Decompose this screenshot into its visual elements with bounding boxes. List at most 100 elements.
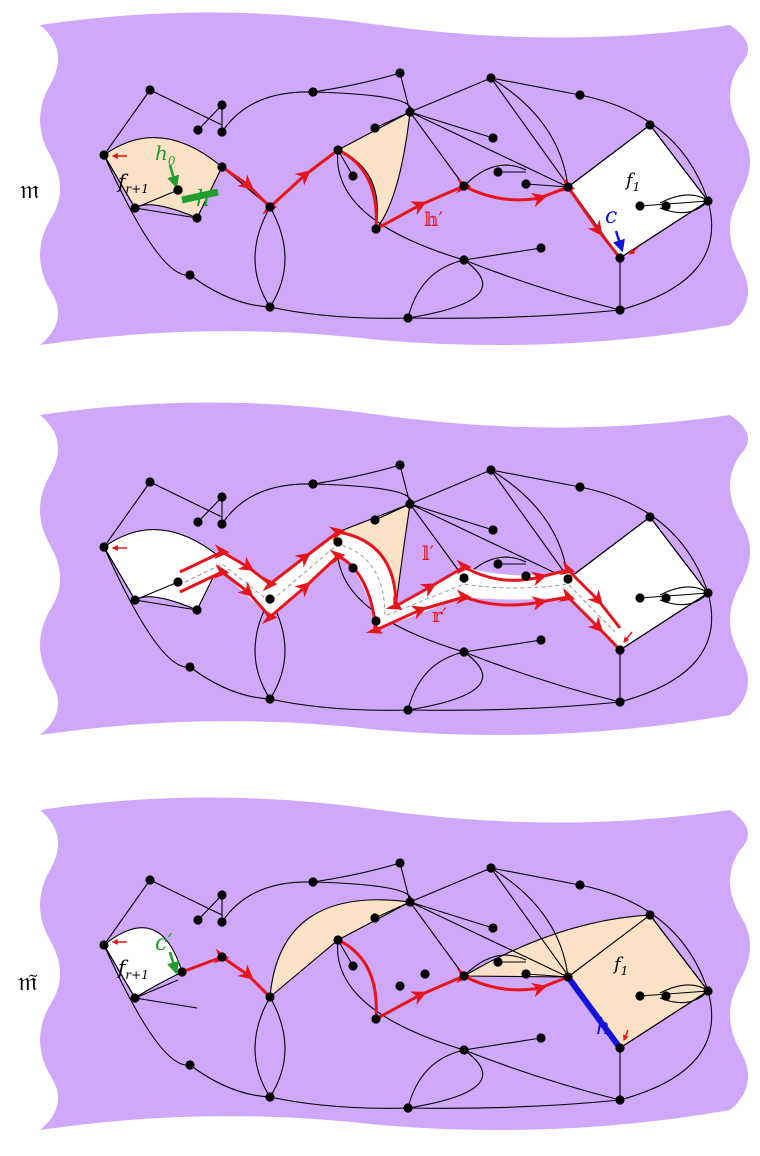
- edge: [619, 592, 713, 703]
- vertex: [177, 967, 187, 977]
- vertex: [145, 85, 155, 95]
- edge: [337, 149, 465, 261]
- edge: [409, 111, 494, 139]
- edge: [567, 124, 709, 259]
- vertex: [403, 313, 413, 323]
- edge: [409, 901, 465, 977]
- edge: [579, 884, 709, 992]
- vertex: [130, 203, 140, 213]
- vertex: [145, 875, 155, 885]
- edge: [639, 592, 709, 599]
- vertex: [703, 986, 713, 996]
- vertex: [635, 201, 645, 211]
- edge: [463, 1037, 542, 1051]
- edge: [619, 990, 713, 1101]
- edge: [409, 901, 494, 929]
- vertex: [405, 897, 415, 907]
- small-red-arrow: [623, 631, 633, 643]
- vertex: [193, 915, 203, 925]
- vertex: [395, 981, 405, 991]
- red-path-left: [181, 948, 272, 999]
- edge: [149, 89, 223, 126]
- vertex: [217, 519, 227, 529]
- vertex: [130, 595, 140, 605]
- edge: [254, 996, 271, 1098]
- edge: [269, 996, 286, 1098]
- edge: [269, 306, 409, 319]
- vertex: [645, 910, 655, 920]
- vertex: [521, 571, 531, 581]
- edge: [149, 481, 223, 518]
- vertex: [405, 107, 415, 117]
- vertex: [459, 971, 469, 981]
- vertex: [395, 858, 405, 868]
- edge-h-prime: [181, 188, 219, 204]
- face-f-r-plus-1: [103, 927, 183, 999]
- edge: [221, 483, 314, 525]
- vertex: [217, 127, 227, 137]
- c-prime-label: c′: [155, 931, 172, 956]
- edge: [463, 651, 621, 703]
- vertex: [521, 179, 531, 189]
- edge: [374, 111, 411, 129]
- vertex: [308, 479, 318, 489]
- vertex: [173, 185, 183, 195]
- edge: [134, 979, 179, 999]
- edge: [463, 247, 542, 261]
- edge: [269, 1096, 409, 1109]
- edge-h-label: h: [596, 1015, 610, 1040]
- c-prime-arrow: [167, 951, 180, 975]
- edge: [409, 111, 465, 187]
- edge: [103, 546, 136, 601]
- vertex: [99, 150, 109, 160]
- vertex: [486, 863, 496, 873]
- small-red-arrow: [622, 1029, 629, 1042]
- edge: [197, 104, 223, 131]
- edge: [407, 651, 465, 711]
- vertex: [488, 923, 498, 933]
- vertex: [370, 123, 380, 133]
- edge: [197, 496, 223, 523]
- vertex: [193, 125, 203, 135]
- vertex: [615, 1095, 625, 1105]
- vertex: [645, 512, 655, 522]
- vertex: [370, 515, 380, 525]
- vertex: [493, 559, 503, 569]
- vertex: [192, 213, 202, 223]
- vertex: [99, 542, 109, 552]
- red-path-dip: [337, 938, 378, 1020]
- edge: [399, 72, 411, 113]
- panel-bottom-background: [40, 797, 750, 1130]
- vertex: [635, 991, 645, 1001]
- vertex: [575, 90, 585, 100]
- vertex: [348, 961, 358, 971]
- vertex: [403, 705, 413, 715]
- h-prime-label: h′: [196, 187, 215, 212]
- red-path-dip: [337, 148, 378, 230]
- edge: [103, 944, 136, 999]
- edge: [189, 666, 271, 700]
- vertex: [265, 1092, 275, 1102]
- red-path-r-prime: [179, 549, 622, 652]
- edge: [567, 516, 709, 651]
- edge: [407, 701, 621, 711]
- edge: [103, 481, 151, 548]
- panel-top: [99, 68, 713, 323]
- path-r-prime-label: 𝕣′: [432, 603, 448, 627]
- path-h-prime-label: 𝕙′: [424, 207, 444, 231]
- vertex: [192, 605, 202, 615]
- vertex: [217, 492, 227, 502]
- edge: [407, 1049, 484, 1109]
- map-m-tilde-label: 𝔪̃: [18, 967, 38, 997]
- vertex: [333, 537, 343, 547]
- edge: [409, 111, 569, 188]
- edge: [269, 698, 409, 711]
- vertex: [265, 594, 275, 604]
- edge: [134, 581, 179, 601]
- edge: [189, 274, 271, 308]
- vertex: [661, 201, 671, 211]
- panel-bottom: [99, 858, 713, 1113]
- vertex: [661, 991, 671, 1001]
- edge: [409, 77, 492, 113]
